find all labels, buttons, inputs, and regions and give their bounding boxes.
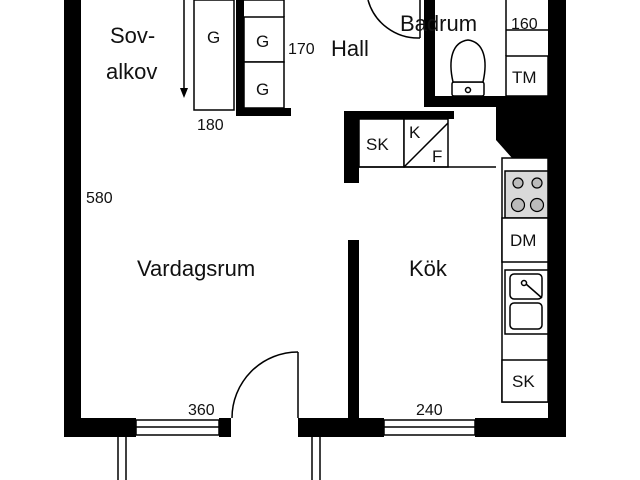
living-kitchen-wall	[348, 240, 359, 418]
dimension-vardagsrum-width: 360	[188, 402, 215, 419]
bathroom-wall-bottom	[424, 96, 548, 107]
sink	[504, 269, 549, 335]
fixture-label-dm: DM	[510, 231, 536, 250]
arrow-down-icon	[180, 88, 188, 98]
washer-box	[505, 55, 549, 97]
interior-walls	[236, 0, 548, 418]
room-label-hall: Hall	[331, 36, 369, 61]
badrum-shelf	[505, 0, 548, 56]
wardrobe-cells	[243, 0, 285, 109]
wardrobe-wall-bottom	[236, 108, 291, 116]
fixture-label-g-1: G	[207, 28, 220, 47]
fixture-label-g-2: G	[256, 32, 269, 51]
bathroom-door	[367, 0, 421, 39]
window-right	[383, 419, 476, 436]
window-left	[135, 419, 220, 436]
toilet	[450, 39, 486, 97]
hall-living-wall	[344, 111, 359, 183]
bottom-wall-door-left	[219, 418, 231, 437]
room-label-vardagsrum: Vardagsrum	[137, 256, 255, 281]
hall-cabinets	[358, 118, 496, 168]
fixture-label-k: K	[409, 123, 421, 142]
sovalkov-wardrobe	[180, 0, 235, 111]
fixture-label-tm: TM	[512, 68, 537, 87]
fixture-label-sk-kitchen: SK	[512, 372, 535, 391]
dimension-kok: 240	[416, 402, 443, 419]
right-wall	[548, 0, 566, 437]
fixture-label-f: F	[432, 147, 442, 166]
fixture-label-sk-hall: SK	[366, 135, 389, 154]
kitchen-corner-wall	[496, 107, 548, 158]
balcony-railing	[117, 437, 321, 480]
bottom-wall-mid	[298, 418, 384, 437]
dimension-badrum: 160	[511, 16, 538, 33]
dimension-hall: 170	[288, 41, 315, 58]
room-label-sovalkov-1: Sov-	[110, 23, 155, 48]
bottom-wall-left	[64, 418, 136, 437]
stove	[504, 170, 549, 219]
bottom-wall-right	[475, 418, 566, 437]
left-wall	[64, 0, 81, 437]
fixture-label-g-3: G	[256, 80, 269, 99]
kitchen-sk-box	[501, 359, 549, 403]
dishwasher-box	[501, 217, 549, 263]
room-label-badrum: Badrum	[400, 11, 477, 36]
hall-cabinet-top-wall	[344, 111, 454, 119]
dimension-sovalkov: 180	[197, 117, 224, 134]
dimension-vardagsrum-height: 580	[86, 190, 113, 207]
outer-walls	[64, 0, 566, 437]
bathroom-wall-left	[424, 0, 435, 105]
room-label-kok: Kök	[409, 256, 448, 281]
balcony-door	[231, 351, 299, 419]
room-label-sovalkov-2: alkov	[106, 59, 157, 84]
wardrobe-wall-left	[236, 0, 244, 115]
